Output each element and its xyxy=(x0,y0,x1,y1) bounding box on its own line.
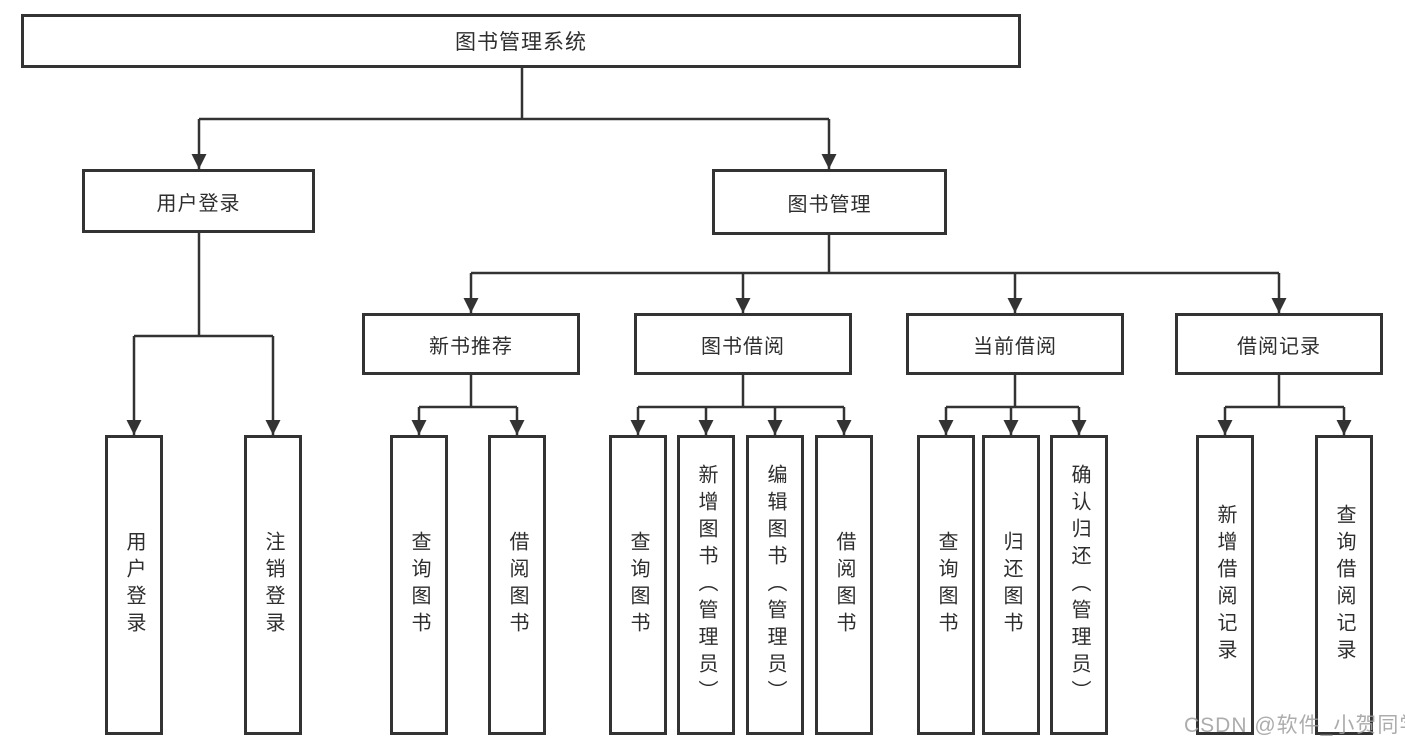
leaf-label: 编辑图书（管理员） xyxy=(764,463,786,707)
leaf-label: 确认归还（管理员） xyxy=(1068,463,1090,707)
leaf-borrow-books-2: 借阅图书 xyxy=(815,435,873,735)
node-book-management: 图书管理 xyxy=(712,169,947,235)
node-borrowing-records: 借阅记录 xyxy=(1175,313,1383,375)
leaf-confirm-return-admin: 确认归还（管理员） xyxy=(1050,435,1108,735)
leaf-add-books-admin: 新增图书（管理员） xyxy=(677,435,735,735)
leaf-query-books-2: 查询图书 xyxy=(609,435,667,735)
node-user-login: 用户登录 xyxy=(82,169,315,233)
node-library-management-system: 图书管理系统 xyxy=(21,14,1021,68)
leaf-label: 查询借阅记录 xyxy=(1333,504,1355,666)
leaf-query-books-1: 查询图书 xyxy=(390,435,448,735)
watermark: CSDN @软件_小贺同学 xyxy=(1184,714,1405,737)
node-new-book-recommendation: 新书推荐 xyxy=(362,313,580,375)
leaf-logout: 注销登录 xyxy=(244,435,302,735)
leaf-label: 查询图书 xyxy=(627,531,649,639)
leaf-query-borrow-record: 查询借阅记录 xyxy=(1315,435,1373,735)
leaf-label: 借阅图书 xyxy=(506,531,528,639)
leaf-edit-books-admin: 编辑图书（管理员） xyxy=(746,435,804,735)
leaf-label: 注销登录 xyxy=(262,531,284,639)
leaf-label: 查询图书 xyxy=(935,531,957,639)
leaf-label: 查询图书 xyxy=(408,531,430,639)
node-current-borrowing: 当前借阅 xyxy=(906,313,1124,375)
node-book-borrowing: 图书借阅 xyxy=(634,313,852,375)
leaf-borrow-books-1: 借阅图书 xyxy=(488,435,546,735)
leaf-label: 借阅图书 xyxy=(833,531,855,639)
leaf-return-books: 归还图书 xyxy=(982,435,1040,735)
leaf-add-borrow-record: 新增借阅记录 xyxy=(1196,435,1254,735)
leaf-user-login: 用户登录 xyxy=(105,435,163,735)
leaf-label: 归还图书 xyxy=(1000,531,1022,639)
leaf-label: 新增借阅记录 xyxy=(1214,504,1236,666)
leaf-query-books-3: 查询图书 xyxy=(917,435,975,735)
leaf-label: 用户登录 xyxy=(123,531,145,639)
leaf-label: 新增图书（管理员） xyxy=(695,463,717,707)
